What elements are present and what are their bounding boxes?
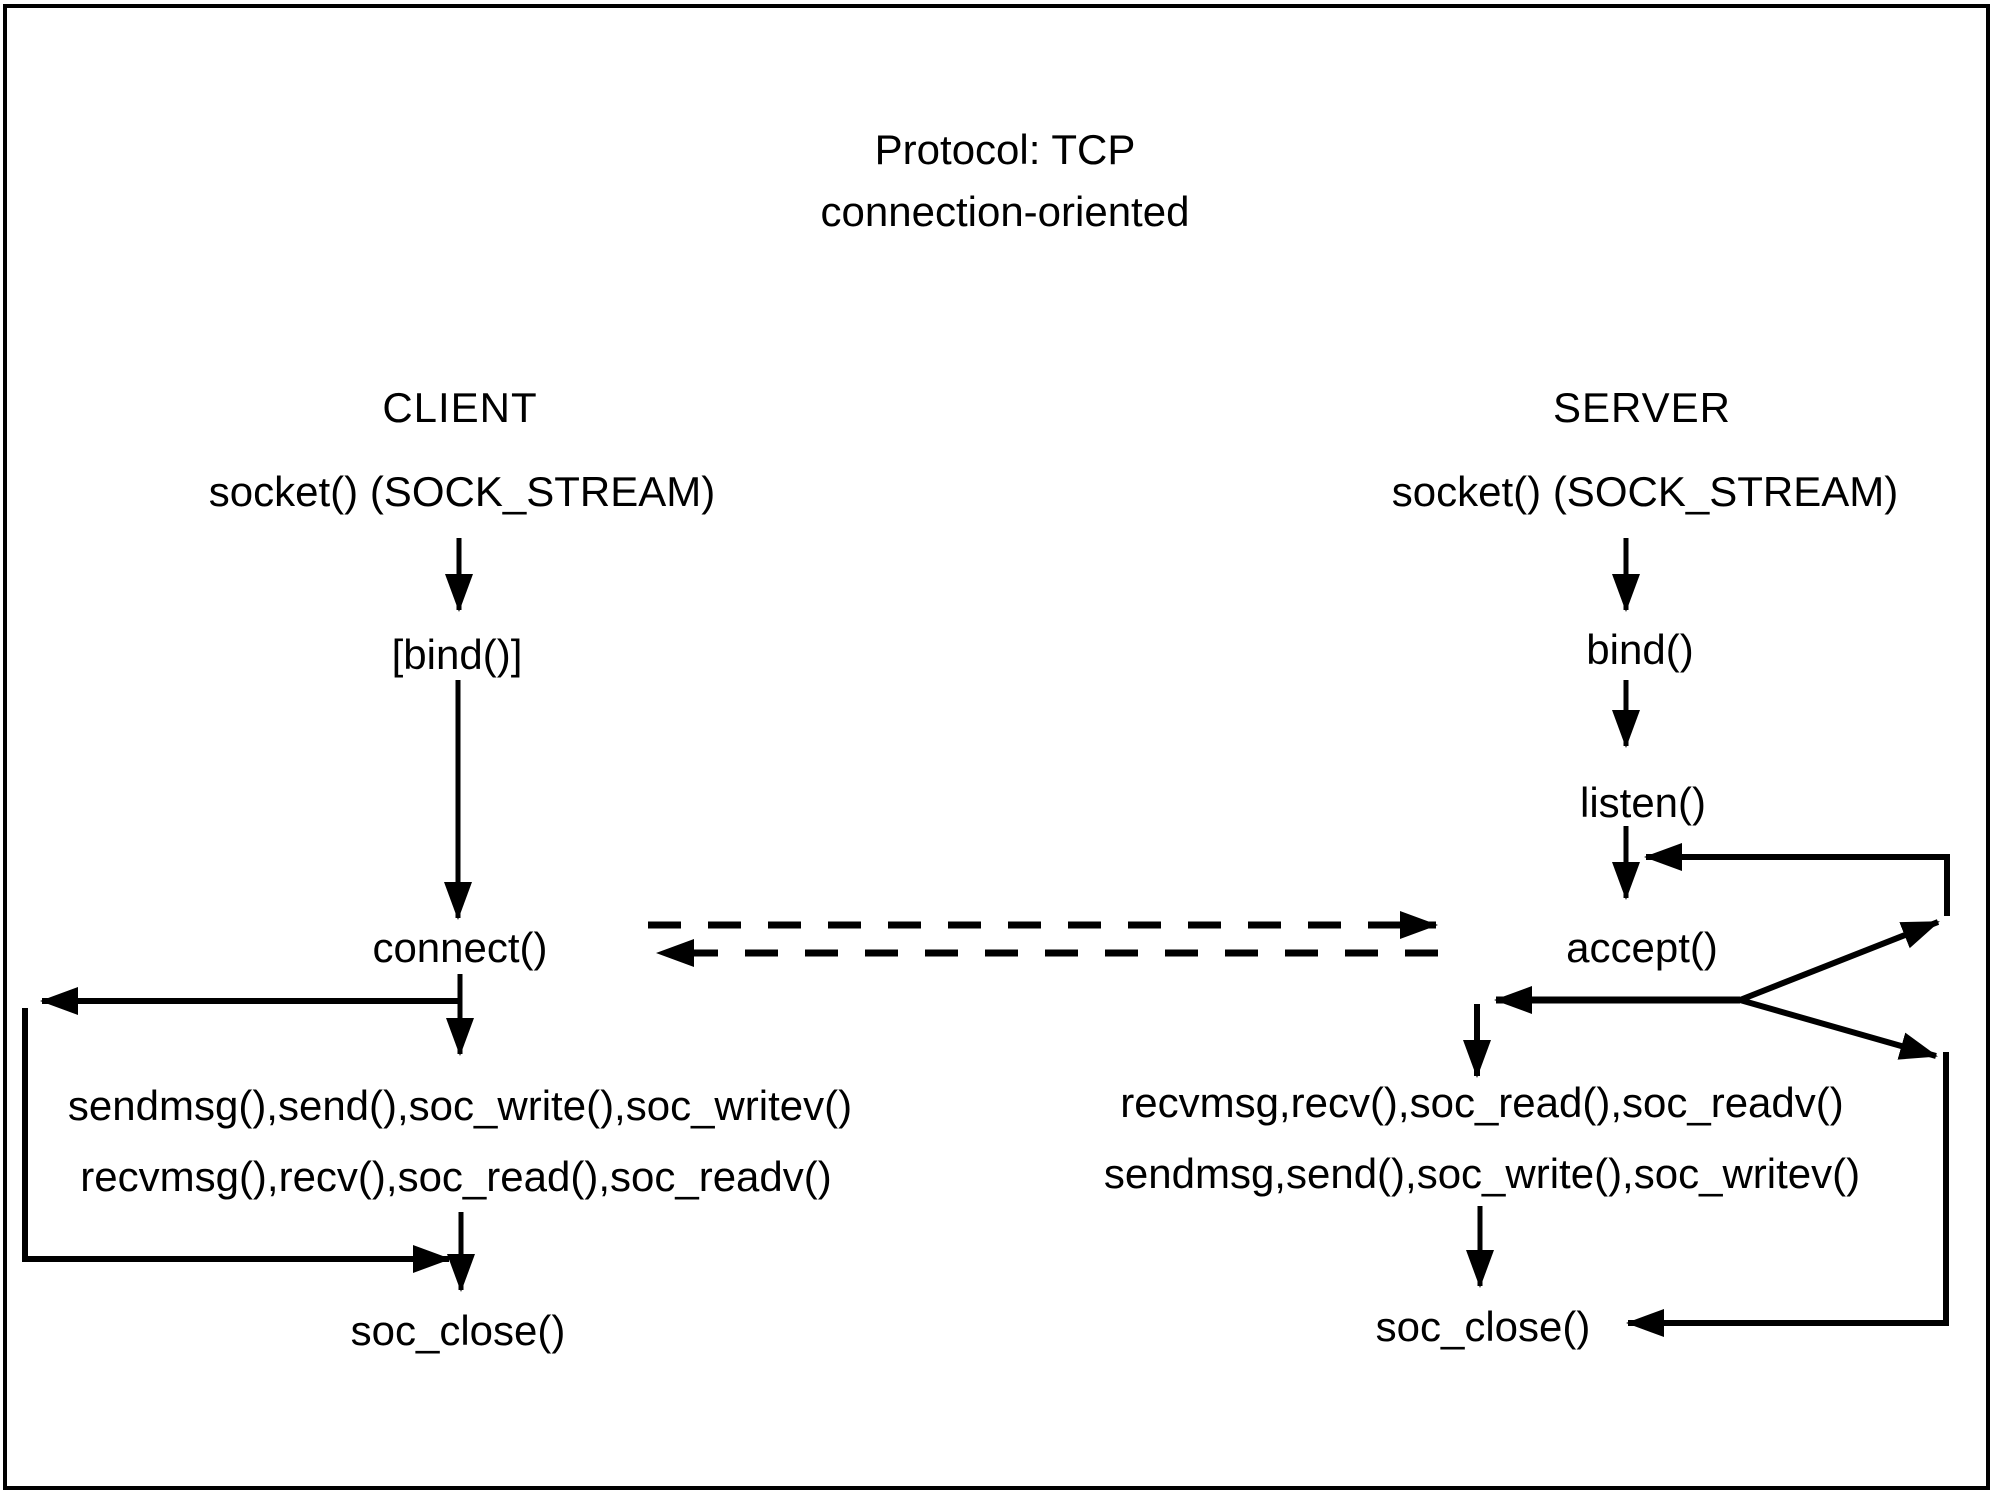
server-listen-label: listen() <box>1580 779 1706 826</box>
client-send-calls-label: sendmsg(),send(),soc_write(),soc_writev(… <box>68 1082 852 1129</box>
client-bind-label: [bind()] <box>392 631 523 678</box>
server-send-calls-label: sendmsg,send(),soc_write(),soc_writev() <box>1104 1150 1860 1197</box>
server-heading: SERVER <box>1553 384 1731 431</box>
client-close-label: soc_close() <box>351 1307 566 1354</box>
client-socket-label: socket() (SOCK_STREAM) <box>209 468 715 515</box>
client-loop-return-arrow <box>22 1008 451 1273</box>
server-accept-loop-up-arrow <box>1738 919 1940 1003</box>
title-protocol: Protocol: TCP <box>875 126 1136 173</box>
client-recv-calls-label: recvmsg(),recv(),soc_read(),soc_readv() <box>80 1153 832 1200</box>
server-socket-label: socket() (SOCK_STREAM) <box>1392 468 1898 515</box>
client-connect-label: connect() <box>372 924 547 971</box>
page-border <box>3 4 1990 1490</box>
title-connection-type: connection-oriented <box>821 188 1190 235</box>
server-close-loop-arrow <box>1626 1052 1949 1337</box>
client-heading: CLIENT <box>382 384 537 431</box>
server-accept-label: accept() <box>1566 924 1718 971</box>
server-recv-calls-label: recvmsg,recv(),soc_read(),soc_readv() <box>1120 1079 1844 1126</box>
server-fork-down-arrow <box>1739 997 1938 1060</box>
server-accept-loop-return-arrow <box>1644 843 1950 916</box>
server-bind-label: bind() <box>1586 626 1693 673</box>
server-close-label: soc_close() <box>1376 1303 1591 1350</box>
